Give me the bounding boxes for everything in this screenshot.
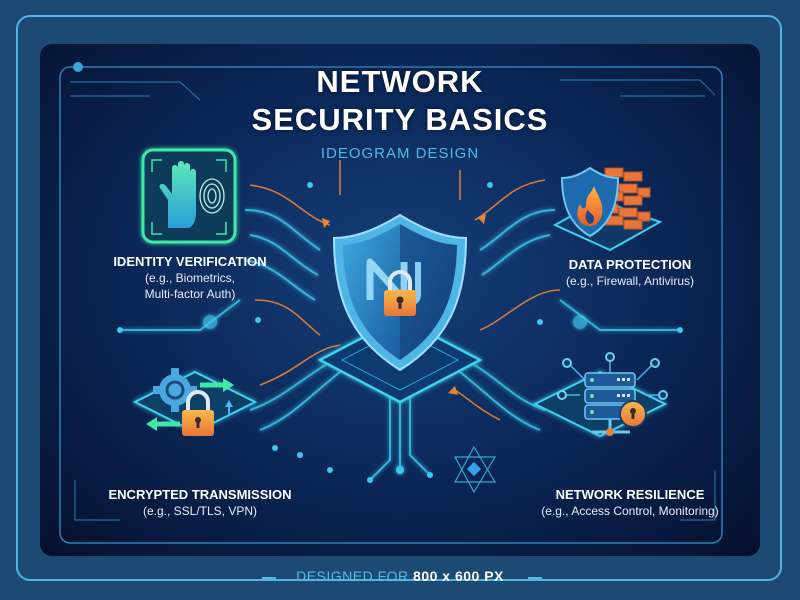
firewall-shield-icon — [552, 166, 663, 252]
server-lock-icon — [532, 352, 668, 438]
footer-prefix: DESIGNED FOR — [296, 568, 414, 584]
page-title-line2: SECURITY BASICS — [251, 102, 549, 137]
footer-size: 800 x 600 PX — [413, 568, 504, 584]
gear-lock-arrows-icon — [132, 368, 258, 436]
data-protection-heading: DATA PROTECTION — [568, 257, 692, 272]
page-subtitle: IDEOGRAM DESIGN — [320, 145, 480, 162]
identity-detail-2: Multi-factor Auth) — [144, 287, 236, 301]
footer-divider-left — [262, 577, 276, 579]
page-title-line1: NETWORK — [316, 64, 484, 99]
resilience-detail: (e.g., Access Control, Monitoring) — [541, 504, 719, 518]
data-protection-detail: (e.g., Firewall, Antivirus) — [565, 274, 695, 288]
identity-heading: IDENTITY VERIFICATION — [113, 254, 267, 269]
encrypted-detail: (e.g., SSL/TLS, VPN) — [142, 504, 258, 518]
footer-caption: DESIGNED FOR 800 x 600 PX — [0, 568, 800, 584]
shield-lock-icon — [332, 213, 468, 372]
identity-detail-1: (e.g., Biometrics, — [144, 271, 236, 285]
encrypted-heading: ENCRYPTED TRANSMISSION — [108, 487, 292, 502]
hand-fingerprint-icon — [141, 148, 237, 244]
footer-divider-right — [528, 577, 542, 579]
resilience-heading: NETWORK RESILIENCE — [555, 487, 705, 502]
outer-frame — [16, 15, 782, 581]
